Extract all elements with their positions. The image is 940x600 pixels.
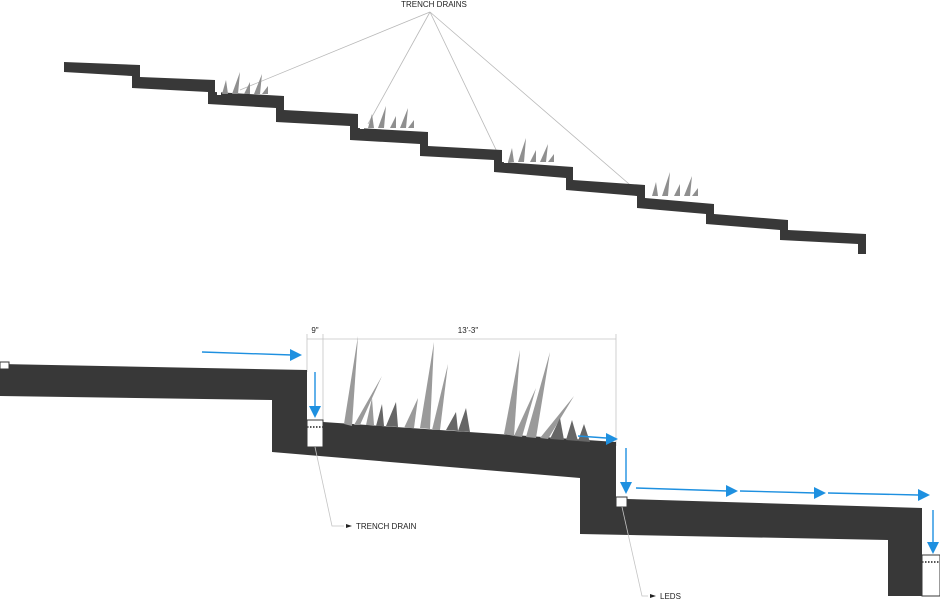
planting-overview-1 [222,72,268,94]
trench-drain-detail [306,419,324,448]
planting-overview-4 [652,172,698,196]
trench-drain-notch-4 [647,193,651,197]
trench-drain-notch-3 [504,159,508,163]
dimension-drain-width: 9" [311,326,318,335]
leader-line-3 [429,11,501,159]
slab-edge-marker [0,361,10,370]
trench-drain-notch-2 [360,125,364,129]
stepped-slab-detail [0,364,922,596]
flow-arrow-3 [635,487,729,492]
upper-section-overview: TRENCH DRAINS [64,0,866,254]
downstream-drain-detail [921,554,940,597]
stepped-slab-overview [64,62,866,254]
trench-drain-notch-1 [217,91,221,95]
leds-pointer-icon [650,594,656,598]
trench-drains-label: TRENCH DRAINS [401,0,467,9]
detail-section: 9" 13'-3" [0,326,940,600]
flow-arrow-2 [577,435,607,439]
leds-leader [621,506,648,597]
led-fixture-detail [615,496,628,508]
dimension-planter-length: 13'-3" [458,326,479,335]
planting-detail [344,336,590,442]
trench-drain-leaders [239,11,637,191]
trench-drain-leader [314,446,344,527]
dimension-lines [306,334,617,446]
planting-overview-2 [368,106,414,128]
trench-drains-overview [217,91,651,197]
leader-line-4 [429,11,637,191]
flow-arrow-5 [827,492,919,496]
flow-arrow-4 [739,490,817,494]
trench-drain-label: TRENCH DRAIN [356,522,417,531]
water-flow-arrows [201,349,939,554]
trench-drain-pointer-icon [346,524,352,528]
planting-overview-3 [508,138,554,162]
leds-label: LEDS [660,592,681,600]
callout-leaders [314,446,648,597]
leader-line-1 [239,11,431,91]
flow-arrow-1 [201,351,293,356]
leader-line-2 [367,11,431,125]
